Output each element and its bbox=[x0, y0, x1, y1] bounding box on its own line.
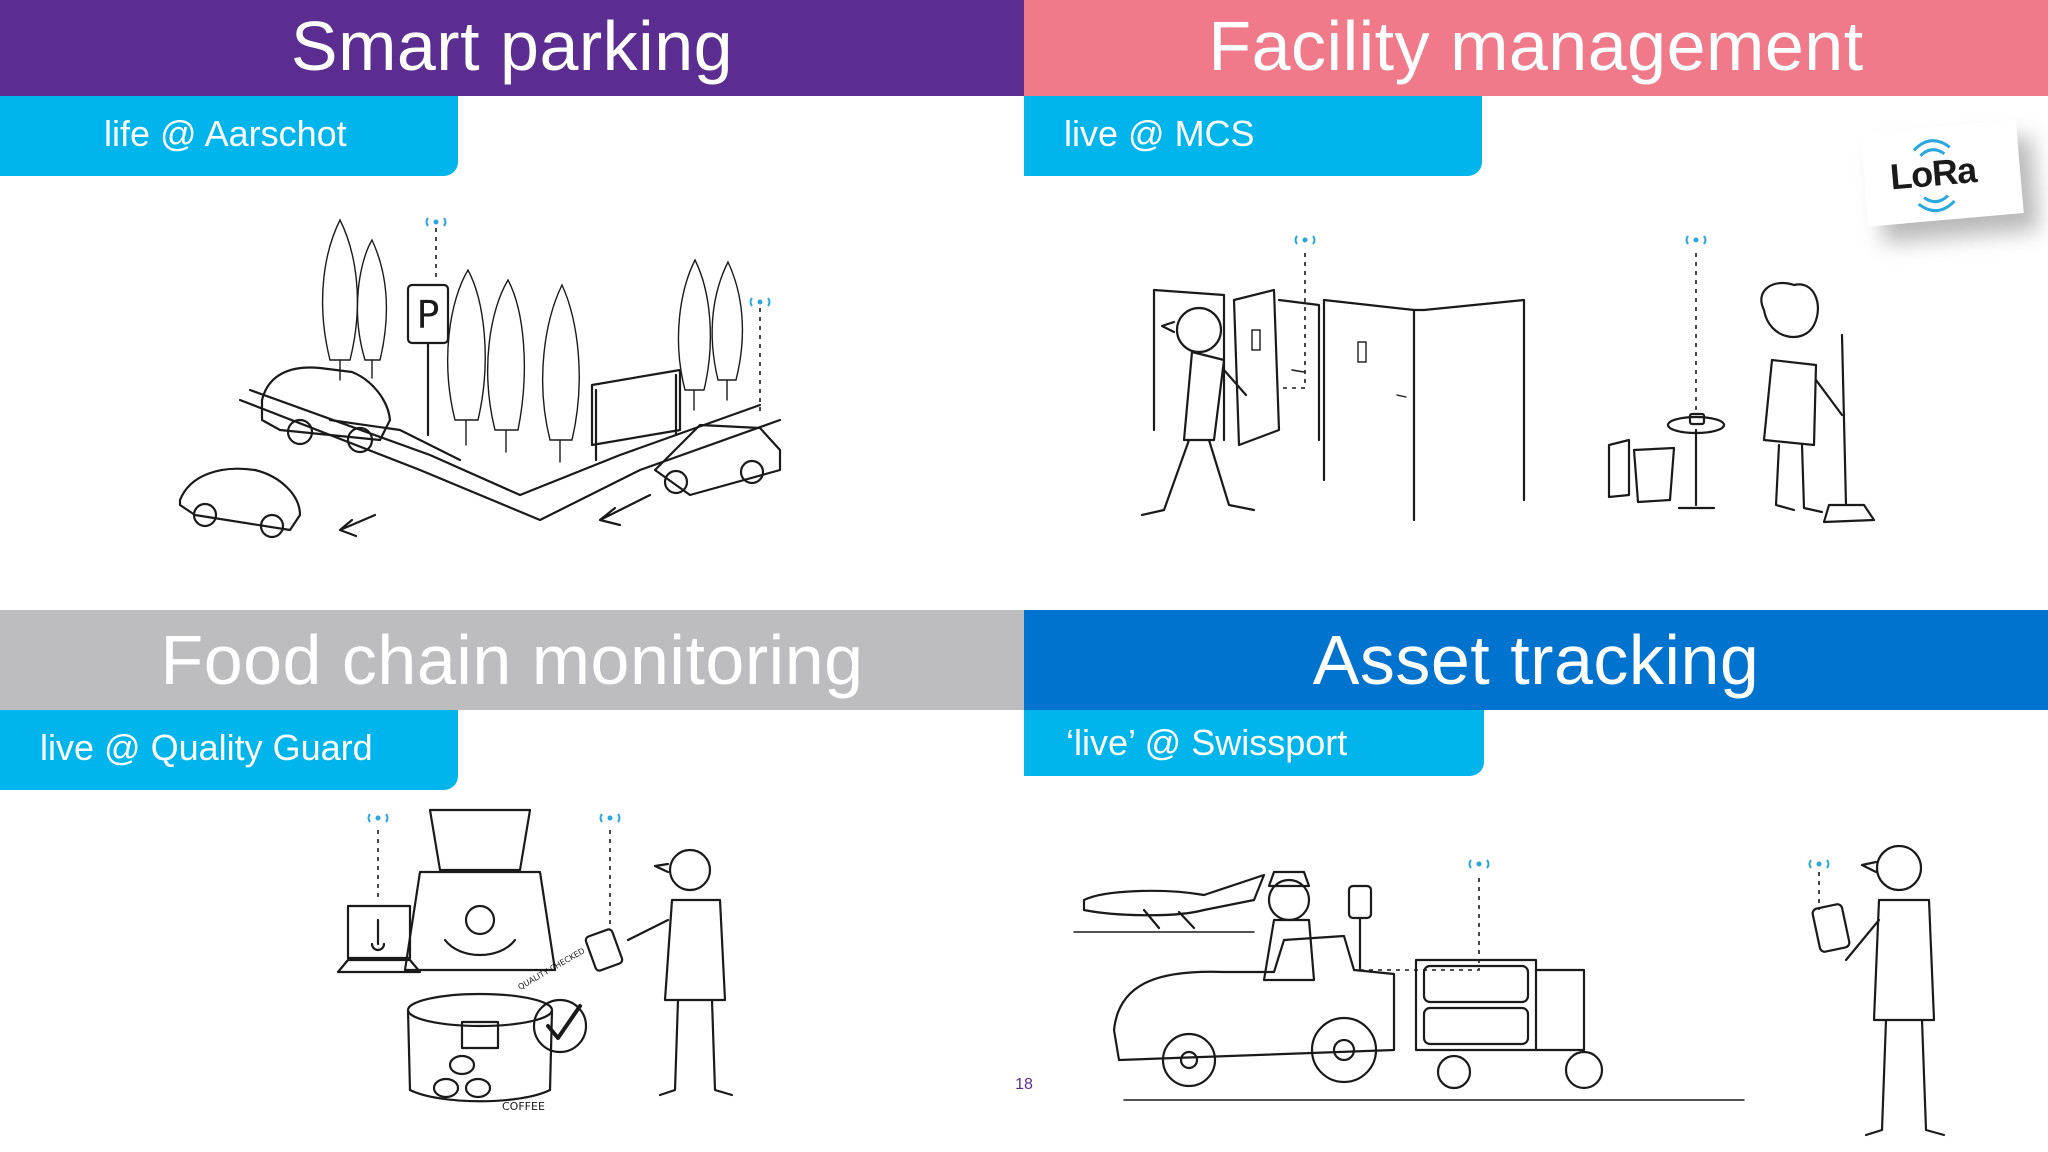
page-number: 18 bbox=[1015, 1076, 1033, 1093]
panel-facility-management: Facility management live @ MCS bbox=[1024, 0, 2048, 576]
panel-title: Asset tracking bbox=[1024, 610, 2048, 710]
asset-tracking-illustration bbox=[1024, 610, 2048, 1152]
smart-parking-illustration: P bbox=[0, 0, 1024, 576]
parking-sign-letter: P bbox=[417, 293, 440, 337]
panel-food-chain-monitoring: COFFEE QUALITY CHECKED Food chain monito… bbox=[0, 610, 1024, 1152]
panel-title: Facility management bbox=[1024, 0, 2048, 96]
panel-subtitle: life @ Aarschot bbox=[0, 96, 458, 176]
facility-management-illustration bbox=[1024, 0, 2048, 576]
food-chain-illustration: COFFEE QUALITY CHECKED bbox=[0, 610, 1024, 1152]
panel-smart-parking: P Smart parking bbox=[0, 0, 1024, 576]
panel-asset-tracking: Asset tracking ‘live’ @ Swissport bbox=[1024, 610, 2048, 1152]
panel-subtitle: live @ MCS bbox=[1024, 96, 1482, 176]
panel-title: Food chain monitoring bbox=[0, 610, 1024, 710]
panel-title: Smart parking bbox=[0, 0, 1024, 96]
lora-signal-icon bbox=[1912, 139, 1956, 213]
coffee-label: COFFEE bbox=[502, 1100, 545, 1113]
panel-subtitle: live @ Quality Guard bbox=[0, 710, 458, 790]
lora-logo-text: LoRa bbox=[1888, 149, 1978, 198]
lora-logo: LoRa bbox=[1860, 119, 2024, 227]
panel-subtitle: ‘live’ @ Swissport bbox=[1024, 710, 1484, 776]
